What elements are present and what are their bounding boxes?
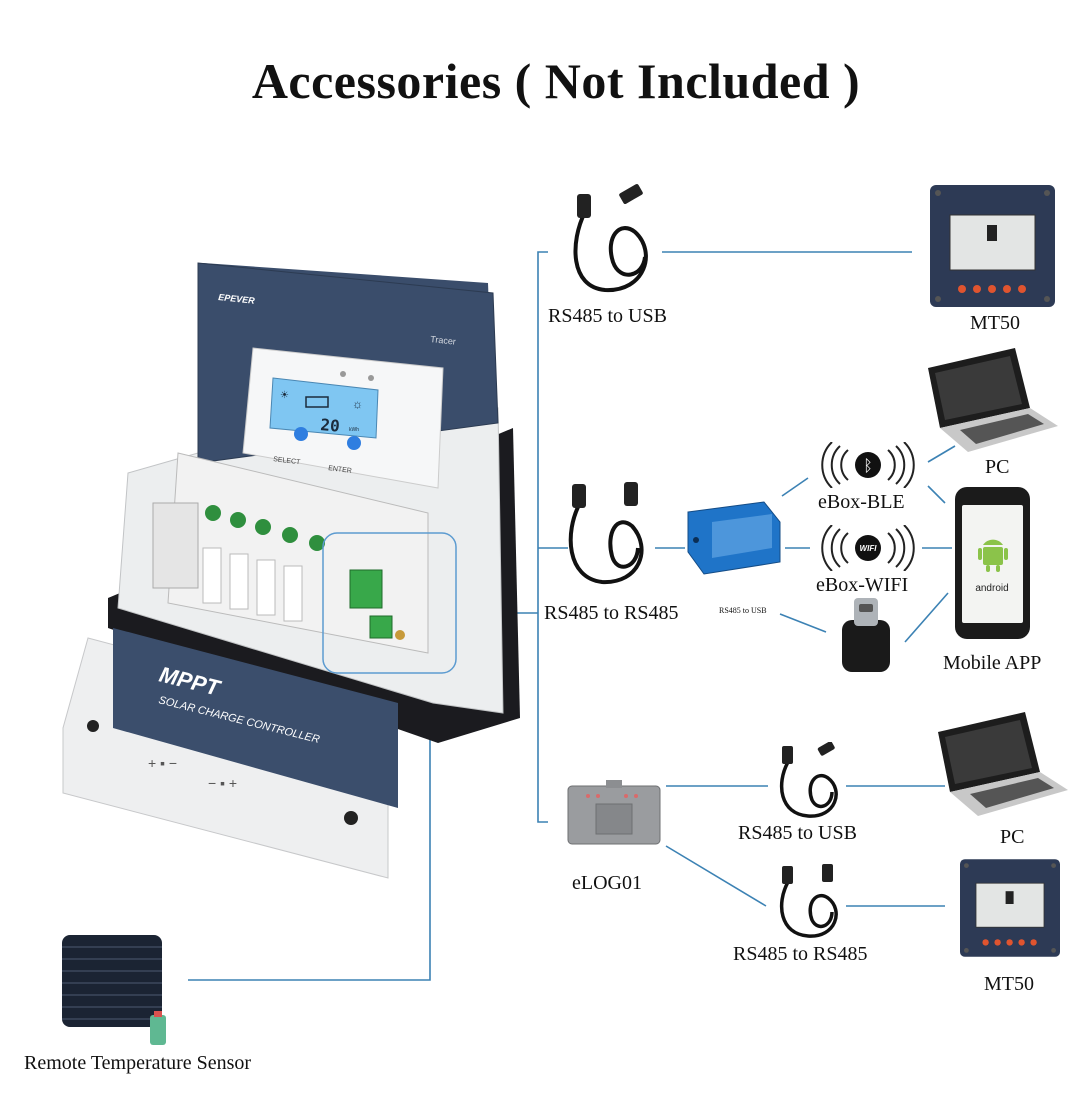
lcd-reading: 20 xyxy=(320,415,341,436)
rs485-to-rs485-cable-low xyxy=(779,864,838,938)
usb-plug-icon xyxy=(619,184,643,204)
rj45-plug-icon xyxy=(822,864,833,882)
usb-plug-icon xyxy=(817,742,835,756)
label-rs485-to-usb-low: RS485 to USB xyxy=(738,822,857,844)
lcd-screen xyxy=(269,377,379,439)
rj45-port-icon xyxy=(349,569,383,609)
label-pc-top: PC xyxy=(985,456,1010,478)
mobile-phone: android xyxy=(955,487,1030,639)
wifi-badge-label: WIFI xyxy=(860,544,878,553)
label-mt50-top: MT50 xyxy=(970,312,1020,334)
rs485-to-usb-cable-top xyxy=(573,184,648,293)
elog01-device xyxy=(567,780,661,845)
label-elog01: eLOG01 xyxy=(572,872,642,894)
android-wordmark: android xyxy=(975,583,1008,594)
otg-adapter xyxy=(842,598,890,672)
rj45-plug-icon xyxy=(782,866,793,884)
select-button[interactable] xyxy=(294,427,308,441)
tracer-label: Tracer xyxy=(430,334,457,347)
rj45-plug-icon xyxy=(782,746,793,764)
rj45-plug-icon xyxy=(572,484,586,508)
page-title: Accessories ( Not Included ) xyxy=(251,53,861,109)
mt50-remote-meter-low xyxy=(960,859,1060,957)
label-remote-temperature-sensor: Remote Temperature Sensor xyxy=(24,1052,252,1074)
epever-logo: EPEVER xyxy=(218,292,256,306)
terminal-screws-icon xyxy=(205,505,325,551)
rs485-to-usb-cable-low xyxy=(779,742,838,818)
screw-hole-icon xyxy=(87,720,99,732)
select-label: SELECT xyxy=(273,456,302,466)
svg-text:ᛒ: ᛒ xyxy=(863,456,873,475)
mt50-remote-meter-top xyxy=(930,185,1055,307)
rj45-plug-icon xyxy=(577,194,591,218)
label-rs485-to-rs485-low: RS485 to RS485 xyxy=(733,943,868,965)
ebox-device xyxy=(687,501,781,575)
label-ebox-ble: eBox-BLE xyxy=(818,491,905,513)
label-rs485-to-rs485-mid: RS485 to RS485 xyxy=(544,602,679,624)
wifi-signal-icon: WIFI xyxy=(818,524,918,572)
mt50-screen xyxy=(975,882,1045,928)
terminal-minus-plus-right-icon: − ▪ + xyxy=(208,775,237,791)
com-port-highlight xyxy=(322,532,457,674)
enter-label: ENTER xyxy=(328,465,352,475)
remote-temperature-sensor xyxy=(62,935,166,1045)
lcd-unit: kWh xyxy=(349,427,359,433)
rs485-to-rs485-cable-mid xyxy=(568,482,644,585)
label-rs485-to-usb-small: RS485 to USB xyxy=(719,606,767,615)
temp-sensor-port-icon xyxy=(369,615,393,639)
label-ebox-wifi: eBox-WIFI xyxy=(816,574,909,596)
laptop-pc-top xyxy=(928,348,1058,452)
label-mobile-app: Mobile APP xyxy=(943,652,1042,674)
label-mt50-low: MT50 xyxy=(984,973,1034,995)
screw-hole-icon xyxy=(344,811,358,825)
terminal-plus-minus-left-icon: + ▪ − xyxy=(148,755,177,771)
label-rs485-to-usb-top: RS485 to USB xyxy=(548,305,667,327)
laptop-pc-low xyxy=(938,712,1068,816)
label-pc-low: PC xyxy=(1000,826,1025,848)
rj45-plug-icon xyxy=(624,482,638,506)
mppt-solar-charge-controller: MPPT SOLAR CHARGE CONTROLLER + ▪ − − ▪ +… xyxy=(62,262,520,879)
mt50-screen xyxy=(949,214,1036,271)
lcd-bulb-icon: ☼ xyxy=(352,397,363,411)
lcd-sun-icon: ☀ xyxy=(280,390,289,401)
lcd-battery-icon xyxy=(305,396,329,408)
android-icon xyxy=(978,539,1008,572)
sensor-plug-icon xyxy=(150,1015,166,1045)
enter-button[interactable] xyxy=(347,436,361,450)
bluetooth-signal-icon: ᛒ xyxy=(818,441,918,489)
